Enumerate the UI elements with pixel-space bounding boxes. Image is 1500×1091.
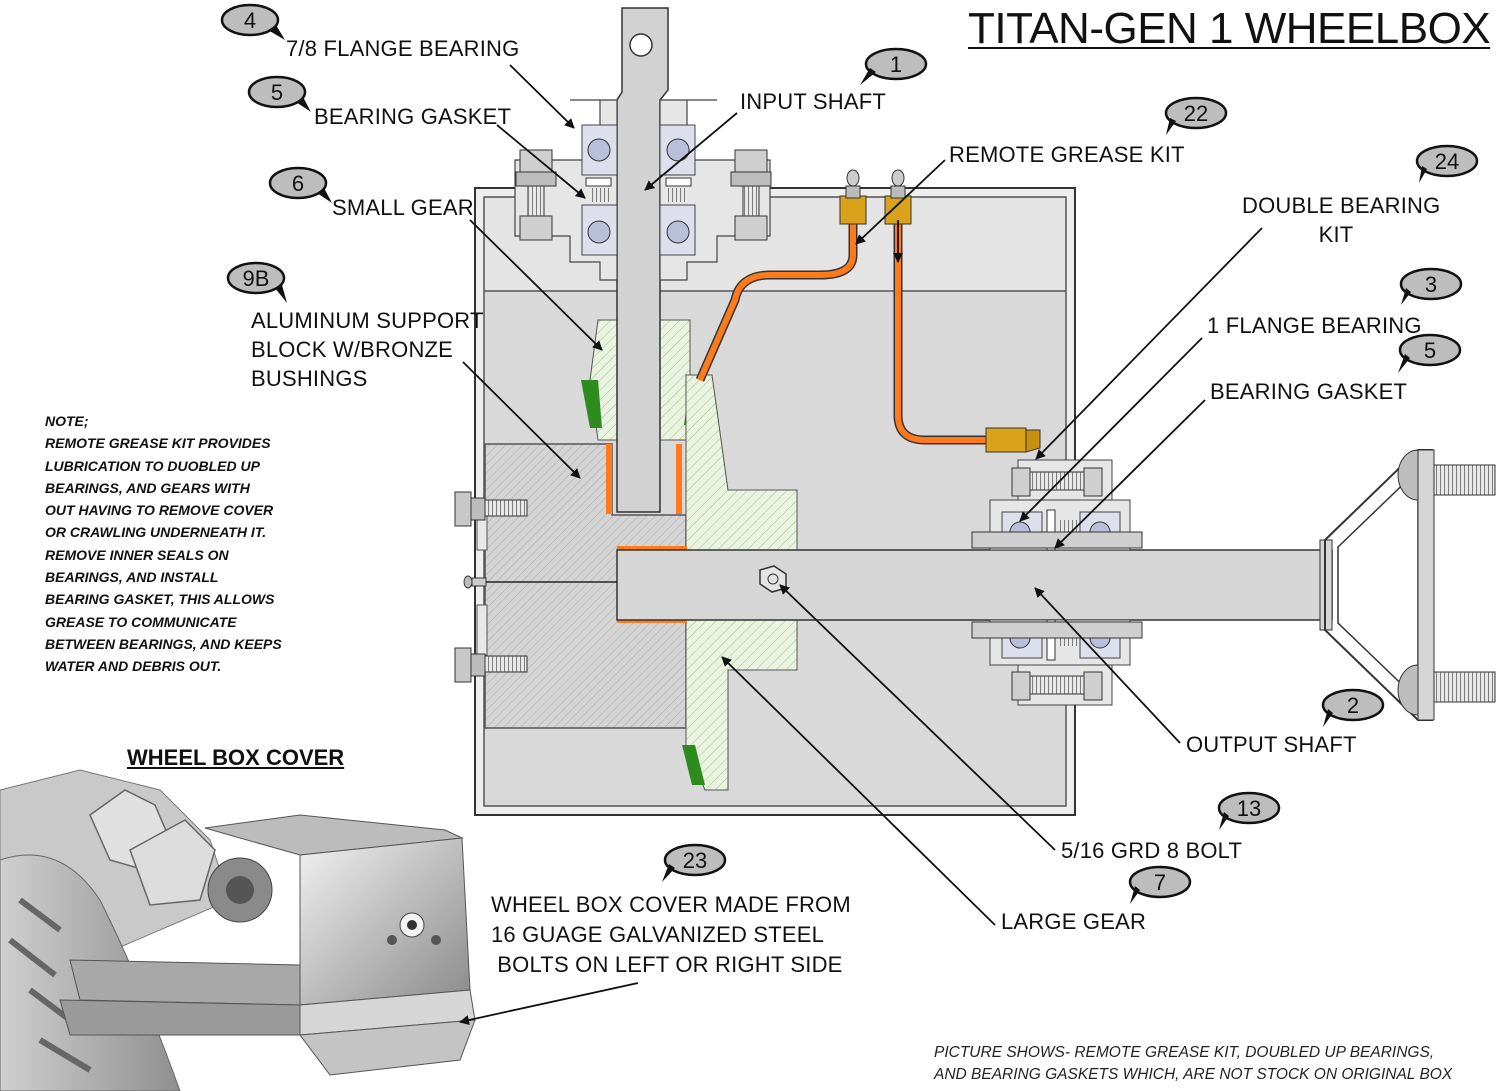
label-output-shaft: OUTPUT SHAFT — [1186, 732, 1357, 757]
label-aluminum-support-line-2: BLOCK W/BRONZE — [251, 337, 454, 362]
note-line: OR CRAWLING UNDERNEATH IT. — [45, 524, 267, 541]
bubble-number-5b: 5 — [1424, 338, 1436, 363]
footer-line-1: PICTURE SHOWS- REMOTE GREASE KIT, DOUBLE… — [934, 1044, 1435, 1061]
footer-caption: PICTURE SHOWS- REMOTE GREASE KIT, DOUBLE… — [934, 1042, 1452, 1086]
label-double-bearing-kit: DOUBLE BEARING KIT — [1242, 191, 1441, 249]
label-remote-grease-kit: REMOTE GREASE KIT — [949, 142, 1185, 167]
callout-bubble-13: 13 — [1217, 791, 1281, 830]
callout-bubble-24: 24 — [1415, 144, 1479, 183]
callout-bubble-6: 6 — [268, 166, 332, 203]
bubble-number-6: 6 — [292, 171, 304, 196]
note-line: BEARING GASKET, THIS ALLOWS — [45, 591, 275, 608]
label-cover-description-line-3: BOLTS ON LEFT OR RIGHT SIDE — [491, 952, 843, 977]
callout-bubble-22: 22 — [1164, 96, 1228, 135]
callout-bubble-5b: 5 — [1398, 333, 1462, 373]
footer-line-2: AND BEARING GASKETS WHICH, ARE NOT STOCK… — [934, 1066, 1453, 1083]
label-aluminum-support-line-1: ALUMINUM SUPPORT — [251, 308, 484, 333]
bubble-number-2: 2 — [1347, 693, 1359, 718]
bubble-number-22: 22 — [1184, 101, 1208, 126]
leader-output-shaft — [1034, 587, 1181, 744]
leader-bearing-gasket-right — [1054, 399, 1206, 549]
leader-bolt — [779, 584, 1056, 851]
label-cover-description: WHEEL BOX COVER MADE FROM 16 GUAGE GALVA… — [491, 890, 851, 980]
callout-bubble-5a: 5 — [247, 75, 311, 112]
leader-aluminum-support — [462, 361, 581, 479]
wheel-box-cover-photo — [0, 769, 476, 1091]
leader-remote-grease-1 — [855, 159, 946, 245]
callout-bubble-1: 1 — [860, 47, 928, 85]
double-bearing-assembly — [971, 459, 1143, 706]
note-line: GREASE TO COMMUNICATE — [45, 613, 237, 630]
label-bearing-gasket-top: BEARING GASKET — [314, 104, 512, 129]
note-line: BETWEEN BEARINGS, AND KEEPS — [45, 635, 282, 652]
callout-bubble-2: 2 — [1321, 688, 1385, 727]
label-large-gear: LARGE GEAR — [1001, 909, 1147, 934]
bubble-number-3: 3 — [1425, 272, 1437, 297]
leader-flange-bearing-78 — [509, 64, 575, 129]
callout-bubble-3: 3 — [1399, 267, 1463, 305]
bubble-number-9b: 9B — [243, 266, 270, 291]
note-line: OUT HAVING TO REMOVE COVER — [45, 502, 274, 519]
leader-double-bearing-kit — [1035, 227, 1263, 460]
label-small-gear: SMALL GEAR — [332, 195, 474, 220]
top-flange-bearing — [514, 99, 772, 281]
label-bearing-gasket-right: BEARING GASKET — [1210, 379, 1408, 404]
label-aluminum-support-line-3: BUSHINGS — [251, 366, 368, 391]
leader-large-gear — [721, 656, 996, 926]
bubble-number-5a: 5 — [271, 80, 283, 105]
bubble-number-1: 1 — [890, 52, 902, 77]
note-line: LUBRICATION TO DUOBLED UP — [45, 457, 260, 474]
input-shaft — [616, 7, 669, 513]
callout-bubble-7: 7 — [1128, 865, 1192, 904]
note-line: BEARINGS, AND GEARS WITH — [45, 479, 250, 496]
leader-cover — [459, 982, 639, 1025]
wheel-hub-bracket — [1319, 449, 1496, 721]
large-gear — [682, 374, 798, 791]
note-line: NOTE; — [45, 413, 89, 429]
callout-bubble-9b: 9B — [226, 261, 287, 303]
note-line: REMOTE GREASE KIT PROVIDES — [45, 435, 271, 452]
label-input-shaft: INPUT SHAFT — [740, 89, 887, 114]
label-flange-bearing-78: 7/8 FLANGE BEARING — [286, 36, 520, 61]
leader-flange-bearing-1 — [1019, 337, 1203, 522]
callout-bubble-4: 4 — [220, 3, 285, 40]
leader-lines — [459, 64, 1263, 1025]
note-line: BEARINGS, AND INSTALL — [45, 569, 219, 586]
remote-grease-lines — [695, 169, 1041, 453]
note-line: REMOVE INNER SEALS ON — [45, 546, 229, 563]
side-bolts — [454, 491, 617, 683]
label-double-bearing-kit-line-2: KIT — [1318, 222, 1354, 247]
label-aluminum-support: ALUMINUM SUPPORT BLOCK W/BRONZE BUSHINGS — [251, 306, 484, 393]
leader-bearing-gasket-top — [496, 124, 586, 199]
bubble-number-7: 7 — [1154, 870, 1166, 895]
page-title: TITAN-GEN 1 WHEELBOX — [968, 4, 1491, 53]
leader-small-gear — [469, 219, 603, 351]
bubble-number-4: 4 — [244, 8, 256, 33]
label-cover-description-line-1: WHEEL BOX COVER MADE FROM — [491, 892, 851, 917]
callout-bubble-23: 23 — [662, 843, 727, 882]
leader-input-shaft — [644, 112, 738, 191]
output-shaft — [616, 549, 1333, 621]
note-line: WATER AND DEBRIS OUT. — [45, 658, 222, 675]
label-double-bearing-kit-line-1: DOUBLE BEARING — [1242, 193, 1441, 218]
bubble-number-24: 24 — [1435, 149, 1459, 174]
bubble-number-23: 23 — [683, 848, 707, 873]
wheel-box-cover-title: WHEEL BOX COVER — [127, 745, 345, 770]
bubble-number-13: 13 — [1237, 796, 1261, 821]
note-block: NOTE; REMOTE GREASE KIT PROVIDES LUBRICA… — [45, 410, 282, 678]
label-cover-description-line-2: 16 GUAGE GALVANIZED STEEL — [491, 922, 825, 947]
label-bolt: 5/16 GRD 8 BOLT — [1061, 838, 1243, 863]
label-flange-bearing-1: 1 FLANGE BEARING — [1207, 313, 1422, 338]
